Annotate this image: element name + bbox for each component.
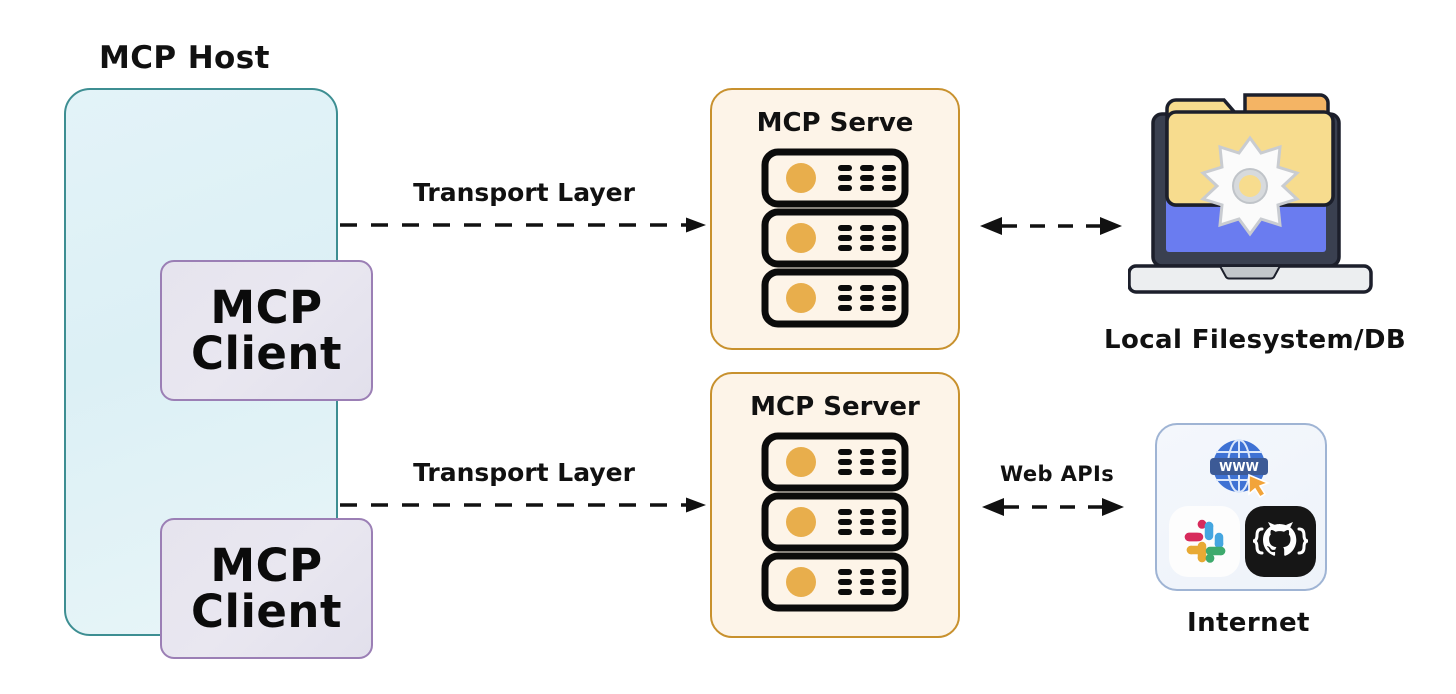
mcp-client-2-line2: Client — [191, 584, 342, 638]
transport-layer-label-2: Transport Layer — [413, 458, 635, 487]
mcp-host-title: MCP Host — [99, 40, 270, 76]
mcp-client-1-line1: MCP — [210, 280, 323, 334]
laptop-folder-gear-icon — [1128, 93, 1373, 294]
transport-layer-connector-1: Transport Layer — [338, 178, 710, 236]
bidirectional-arrow-icon-2 — [982, 498, 1124, 516]
slack-icon — [1169, 506, 1240, 577]
github-icon — [1245, 506, 1316, 577]
mcp-server-title-1: MCP Serve — [756, 108, 914, 138]
mcp-client-box-1[interactable]: MCP Client — [160, 260, 373, 401]
mcp-server-title-2: MCP Server — [750, 392, 920, 422]
server-rack-icon-2 — [761, 432, 909, 612]
transport-arrow-right-icon-1 — [340, 217, 706, 233]
mcp-client-box-2[interactable]: MCP Client — [160, 518, 373, 659]
mcp-client-1-line2: Client — [191, 326, 342, 380]
local-filesystem-db-label: Local Filesystem/DB — [1104, 325, 1407, 355]
internet-label: Internet — [1187, 608, 1310, 638]
transport-layer-connector-2: Transport Layer — [338, 458, 710, 516]
server-rack-icon-1 — [761, 148, 909, 328]
internet-panel[interactable]: WWW — [1155, 423, 1327, 591]
web-apis-label: Web APIs — [1000, 462, 1115, 486]
www-globe-icon: WWW — [1210, 439, 1271, 499]
mcp-server-panel-2[interactable]: MCP Server — [710, 372, 960, 638]
bidirectional-arrow-icon-1 — [980, 217, 1122, 235]
mcp-host-container: MCP Client MCP Client — [64, 88, 373, 659]
svg-text:WWW: WWW — [1219, 460, 1259, 474]
transport-layer-label-1: Transport Layer — [413, 178, 635, 207]
transport-arrow-right-icon-2 — [340, 497, 706, 513]
mcp-client-2-line1: MCP — [210, 538, 323, 592]
mcp-server-panel-1[interactable]: MCP Serve — [710, 88, 960, 350]
